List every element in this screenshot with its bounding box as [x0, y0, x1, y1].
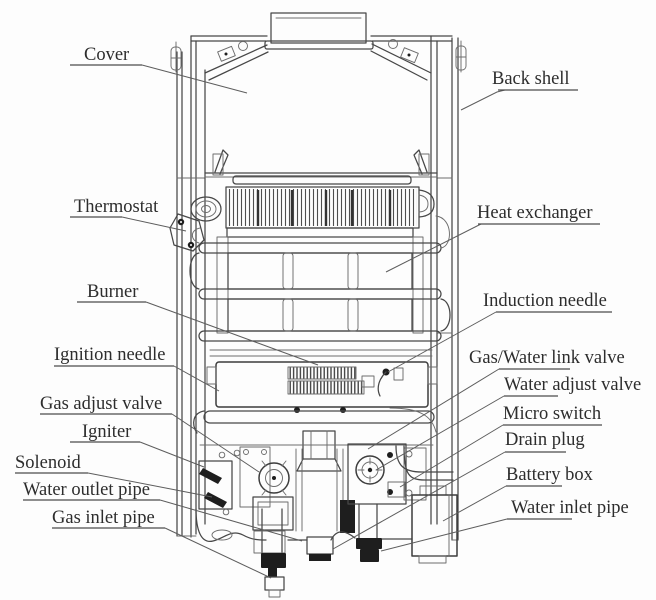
callout-water-inlet-pipe: Water inlet pipe — [380, 498, 629, 552]
cover-cabinet — [204, 35, 438, 525]
battery-box-part — [411, 485, 458, 564]
label-thermostat: Thermostat — [74, 197, 159, 217]
callout-ignition-needle: Ignition needle — [54, 345, 220, 392]
label-induction-needle: Induction needle — [483, 291, 607, 311]
label-gas-inlet-pipe: Gas inlet pipe — [52, 508, 155, 528]
label-battery-box: Battery box — [506, 465, 594, 485]
burner-part — [206, 361, 438, 413]
callout-thermostat: Thermostat — [70, 197, 187, 232]
callout-gas-water-link-valve: Gas/Water link valve — [367, 348, 625, 450]
callout-solenoid: Solenoid — [15, 453, 213, 498]
callout-burner: Burner — [77, 282, 319, 366]
drain-plug-part — [306, 536, 334, 561]
label-gas-water-link-valve: Gas/Water link valve — [469, 348, 625, 368]
label-gas-adjust-valve: Gas adjust valve — [40, 394, 162, 414]
callout-drain-plug: Drain plug — [332, 430, 585, 550]
callout-induction-needle: Induction needle — [387, 291, 612, 373]
callout-gas-adjust-valve: Gas adjust valve — [40, 394, 260, 473]
label-heat-exchanger: Heat exchanger — [477, 203, 593, 223]
callout-igniter: Igniter — [70, 422, 205, 468]
water-inlet-pipe-part — [356, 503, 382, 562]
label-drain-plug: Drain plug — [505, 430, 585, 450]
callout-back-shell: Back shell — [460, 69, 578, 111]
callout-water-adjust-valve: Water adjust valve — [375, 375, 641, 471]
label-igniter: Igniter — [82, 422, 131, 442]
label-water-outlet-pipe: Water outlet pipe — [23, 480, 150, 500]
heat-exchanger-part — [216, 175, 435, 334]
label-ignition-needle: Ignition needle — [54, 345, 165, 365]
callout-heat-exchanger: Heat exchanger — [385, 203, 600, 273]
callout-micro-switch: Micro switch — [399, 404, 602, 488]
gas-inlet-pipe-part — [253, 508, 286, 598]
label-back-shell: Back shell — [492, 69, 570, 89]
callout-gas-inlet-pipe: Gas inlet pipe — [52, 508, 272, 579]
callout-battery-box: Battery box — [442, 465, 594, 522]
callouts: Cover Back shell Thermostat Heat exchang… — [15, 45, 641, 579]
heat-exchanger-pipes — [189, 215, 451, 357]
callout-water-outlet-pipe: Water outlet pipe — [23, 480, 303, 542]
label-water-inlet-pipe: Water inlet pipe — [511, 498, 629, 518]
label-water-adjust-valve: Water adjust valve — [504, 375, 641, 395]
label-cover: Cover — [84, 45, 129, 65]
flue-outlet — [264, 12, 374, 50]
callout-cover: Cover — [70, 45, 248, 94]
back-shell-outline — [170, 35, 467, 541]
bottom-pipes — [195, 445, 454, 598]
valve-assembly — [198, 443, 434, 533]
label-micro-switch: Micro switch — [503, 404, 601, 424]
label-burner: Burner — [87, 282, 138, 302]
label-solenoid: Solenoid — [15, 453, 82, 473]
